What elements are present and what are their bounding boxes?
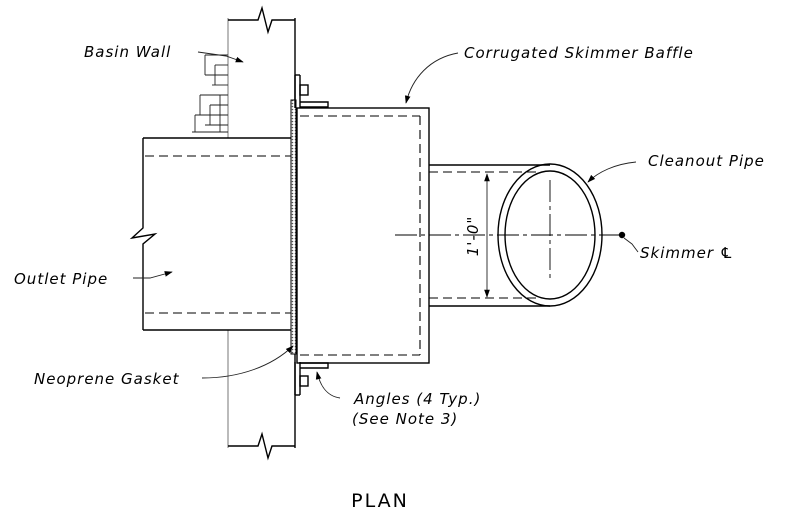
skimmer-baffle: [296, 107, 430, 364]
dimension-label: 1'-0": [464, 216, 482, 257]
label-outlet-pipe: Outlet Pipe: [14, 270, 108, 288]
skimmer-centerline: [395, 180, 626, 280]
angles: [294, 74, 329, 396]
outlet-pipe: [129, 137, 295, 331]
dimension-1ft: 1'-0": [464, 173, 490, 298]
label-corrugated-skimmer-baffle: Corrugated Skimmer Baffle: [464, 44, 694, 62]
label-skimmer-centerline: Skimmer ℄: [640, 244, 734, 262]
leaders: [133, 51, 639, 399]
label-angles: Angles (4 Typ.): [353, 390, 481, 408]
view-title: PLAN: [351, 490, 409, 512]
basin-wall: [192, 5, 296, 461]
label-cleanout-pipe: Cleanout Pipe: [648, 152, 765, 170]
label-neoprene-gasket: Neoprene Gasket: [34, 370, 180, 388]
neoprene-gasket: [290, 99, 297, 355]
label-basin-wall: Basin Wall: [84, 43, 171, 61]
label-see-note: (See Note 3): [352, 410, 458, 428]
